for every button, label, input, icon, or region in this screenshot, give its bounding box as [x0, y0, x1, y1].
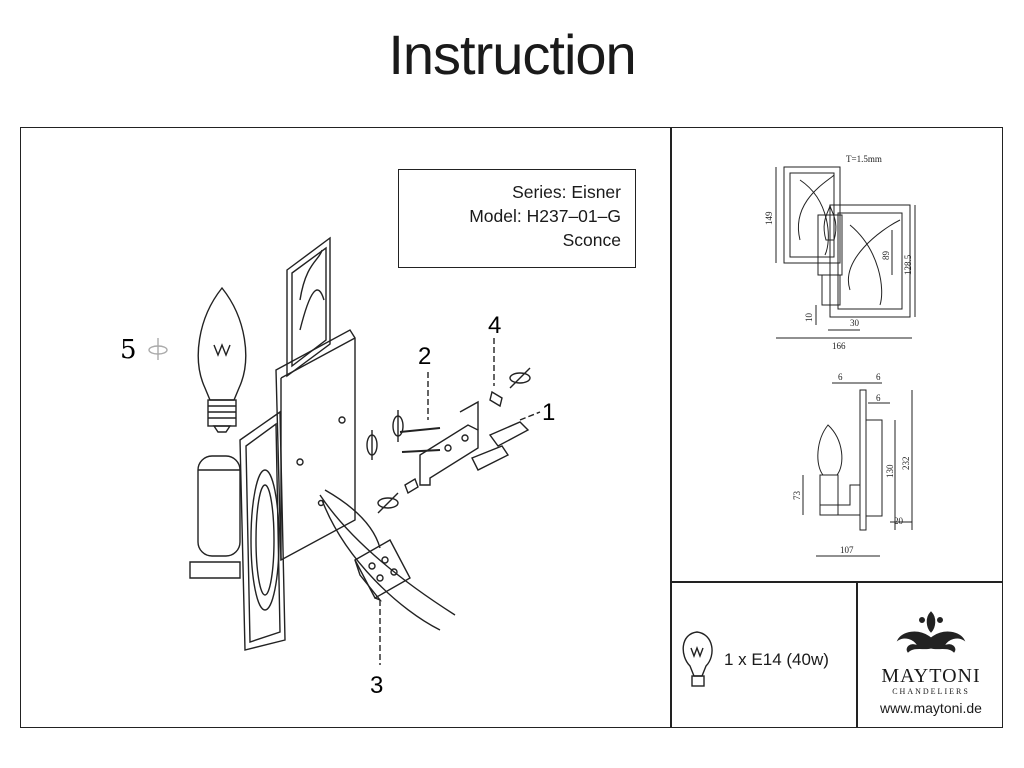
divider-horizontal — [670, 581, 1003, 583]
bulb-spec-text: 1 x E14 (40w) — [724, 650, 829, 669]
wall-plug-icon — [471, 421, 530, 471]
divider-vertical — [670, 127, 672, 728]
candle-holder — [189, 455, 241, 579]
step-label-2: 2 — [418, 343, 431, 370]
instruction-frame — [20, 127, 1003, 728]
brand-subtitle: CHANDELIERS — [892, 687, 970, 696]
dim-89: 89 — [881, 251, 891, 261]
dim-6b: 6 — [876, 372, 881, 382]
series-label: Series: Eisner — [512, 182, 621, 202]
dim-107: 107 — [840, 545, 854, 555]
back-frame-panel — [239, 236, 331, 651]
dim-10: 10 — [804, 313, 814, 323]
brand-website[interactable]: www.maytoni.de — [880, 700, 982, 716]
dim-20: 20 — [894, 516, 904, 526]
side-view-drawing — [802, 382, 913, 557]
dim-166: 166 — [832, 341, 846, 351]
rotate-arrow-icon — [148, 338, 168, 360]
step-label-3: 3 — [370, 672, 383, 699]
dim-232: 232 — [901, 457, 911, 471]
product-info-box: Series: Eisner Model: H237–01–G Sconce — [398, 169, 636, 268]
dim-thickness: T=1.5mm — [846, 154, 882, 164]
screw-icon — [399, 390, 503, 495]
step-label-5: 5 — [120, 335, 137, 365]
candle-bulb-icon — [197, 286, 247, 433]
dim-6c: 6 — [876, 393, 881, 403]
dim-73: 73 — [792, 491, 802, 501]
wires — [319, 489, 456, 631]
terminal-block — [354, 539, 411, 602]
dim-30: 30 — [850, 318, 860, 328]
front-view-drawing — [775, 166, 916, 339]
dim-130: 130 — [885, 464, 895, 478]
divider-footer — [856, 581, 858, 728]
page-title: Instruction — [388, 23, 636, 86]
rotate-arrows-icon — [366, 367, 531, 514]
brand-name: MAYTONI — [881, 665, 981, 687]
product-type-label: Sconce — [562, 230, 621, 250]
canopy-box — [275, 329, 356, 562]
dim-6a: 6 — [838, 372, 843, 382]
model-label: Model: H237–01–G — [469, 206, 621, 226]
mounting-bracket — [419, 400, 479, 486]
dim-128: 128.5 — [903, 254, 913, 275]
step-label-4: 4 — [488, 312, 501, 339]
maytoni-logo-icon — [896, 611, 966, 653]
bulb-spec-icon — [682, 631, 713, 687]
dim-149: 149 — [764, 211, 774, 225]
step-label-1: 1 — [542, 399, 555, 426]
